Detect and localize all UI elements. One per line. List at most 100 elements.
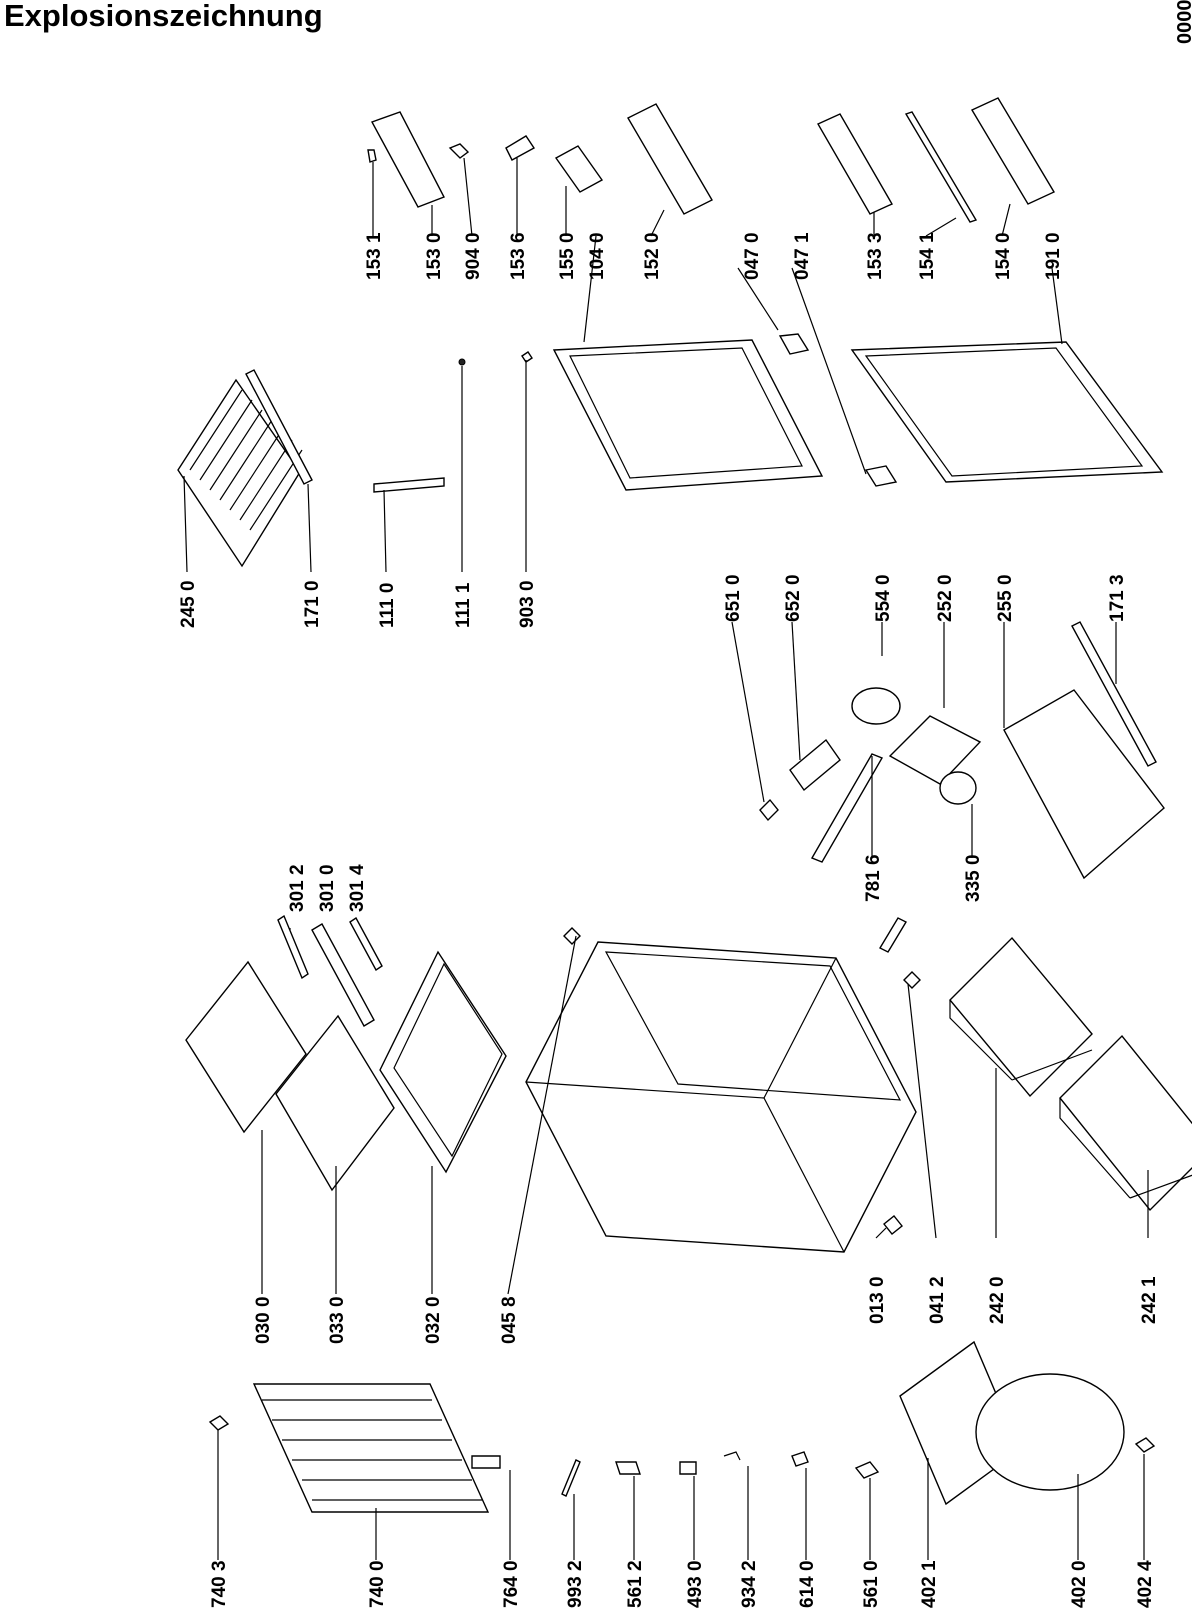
- label-402-4: 402 4: [1135, 1560, 1156, 1608]
- part-255-0: [1003, 689, 1165, 880]
- part-301-2: [277, 914, 309, 980]
- part-111-0: [373, 477, 445, 493]
- part-045-8: [563, 927, 581, 945]
- label-493-0: 493 0: [685, 1560, 706, 1608]
- part-155-0: [554, 145, 604, 193]
- part-242-1: [1059, 1034, 1192, 1212]
- label-402-0: 402 0: [1069, 1560, 1090, 1608]
- label-171-0: 171 0: [302, 580, 323, 628]
- part-242-0: [949, 936, 1093, 1098]
- part-171-0: [245, 369, 313, 485]
- part-740-3: [208, 1415, 230, 1431]
- part-614-0: [791, 1451, 809, 1467]
- label-153-0: 153 0: [424, 232, 445, 280]
- label-111-1: 111 1: [453, 582, 474, 628]
- part-934-2: [723, 1451, 741, 1461]
- label-047-1: 047 1: [792, 232, 813, 280]
- foot: [903, 971, 921, 989]
- part-781-6: [810, 753, 884, 863]
- label-614-0: 614 0: [797, 1560, 818, 1608]
- part-764-0: [471, 1455, 501, 1469]
- part-191-0: [850, 341, 1164, 483]
- label-030-0: 030 0: [253, 1296, 274, 1344]
- label-904-0: 904 0: [463, 232, 484, 280]
- label-153-6: 153 6: [508, 232, 529, 280]
- label-111-0: 111 0: [377, 583, 398, 628]
- label-781-6: 781 6: [863, 854, 884, 902]
- part-153-3: [817, 113, 893, 215]
- label-154-1: 154 1: [917, 232, 938, 280]
- part-245-0: [177, 378, 301, 568]
- part-301-4: [349, 916, 383, 972]
- part-493-0: [679, 1461, 697, 1475]
- part-402-0: [975, 1373, 1125, 1491]
- part-154-1: [904, 111, 978, 223]
- label-561-2: 561 2: [625, 1560, 646, 1608]
- part-402-4: [1134, 1437, 1156, 1453]
- part-561-0: [854, 1461, 880, 1479]
- label-252-0: 252 0: [935, 574, 956, 622]
- leader-lines: [183, 157, 1149, 1560]
- part-903-0: [521, 351, 533, 363]
- part-301-0: [311, 923, 375, 1027]
- label-561-0: 561 0: [861, 1560, 882, 1608]
- part-047-0: [864, 465, 898, 487]
- part-labels: 153 1 153 0 904 0 153 6 155 0 104 0 152 …: [178, 232, 1160, 1608]
- part-252-0: [888, 715, 982, 785]
- label-245-0: 245 0: [178, 580, 199, 628]
- part-153-1: [367, 149, 377, 163]
- label-045-8: 045 8: [499, 1296, 520, 1344]
- part-554-0: [851, 687, 901, 725]
- part-013-0: [883, 1215, 903, 1235]
- label-934-2: 934 2: [739, 1560, 760, 1608]
- part-033-0: [275, 1014, 395, 1192]
- part-152-0: [627, 103, 713, 215]
- part-740-0: [252, 1383, 490, 1513]
- label-171-3: 171 3: [1107, 574, 1128, 622]
- label-033-0: 033 0: [327, 1296, 348, 1344]
- label-903-0: 903 0: [517, 580, 538, 628]
- part-651-0: [759, 798, 779, 822]
- part-561-2: [615, 1461, 641, 1475]
- part-030-0: [185, 960, 307, 1134]
- part-111-1: [458, 358, 466, 366]
- part-041-2: [879, 917, 907, 953]
- part-652-0: [789, 738, 841, 792]
- part-032-0: [379, 950, 507, 1174]
- part-154-0: [971, 97, 1055, 205]
- label-153-1: 153 1: [364, 232, 385, 280]
- label-993-2: 993 2: [565, 1560, 586, 1608]
- label-255-0: 255 0: [995, 574, 1016, 622]
- label-764-0: 764 0: [501, 1560, 522, 1608]
- label-154-0: 154 0: [993, 232, 1014, 280]
- label-191-0: 191 0: [1043, 232, 1064, 280]
- label-554-0: 554 0: [873, 574, 894, 622]
- part-153-0: [370, 111, 445, 208]
- label-301-0: 301 0: [317, 864, 338, 912]
- label-032-0: 032 0: [423, 1296, 444, 1344]
- label-740-3: 740 3: [209, 1560, 230, 1608]
- part-104-0: [552, 339, 824, 491]
- label-041-2: 041 2: [927, 1276, 948, 1324]
- part-335-0: [939, 771, 977, 805]
- label-153-3: 153 3: [865, 232, 886, 280]
- part-047-1: [778, 333, 810, 355]
- parts: [177, 97, 1192, 1513]
- part-993-2: [561, 1459, 581, 1497]
- label-155-0: 155 0: [557, 232, 578, 280]
- part-153-6: [505, 135, 536, 161]
- part-904-0: [448, 143, 470, 159]
- label-740-0: 740 0: [367, 1560, 388, 1608]
- label-652-0: 652 0: [783, 574, 804, 622]
- label-104-0: 104 0: [587, 232, 608, 280]
- label-047-0: 047 0: [742, 232, 763, 280]
- label-152-0: 152 0: [642, 232, 663, 280]
- page-title: Explosionszeichnung: [4, 0, 323, 33]
- label-242-0: 242 0: [987, 1276, 1008, 1324]
- label-242-1: 242 1: [1139, 1276, 1160, 1324]
- label-301-4: 301 4: [347, 864, 368, 912]
- part-171-3: [1071, 621, 1157, 767]
- cabinet: [525, 941, 917, 1253]
- label-651-0: 651 0: [723, 574, 744, 622]
